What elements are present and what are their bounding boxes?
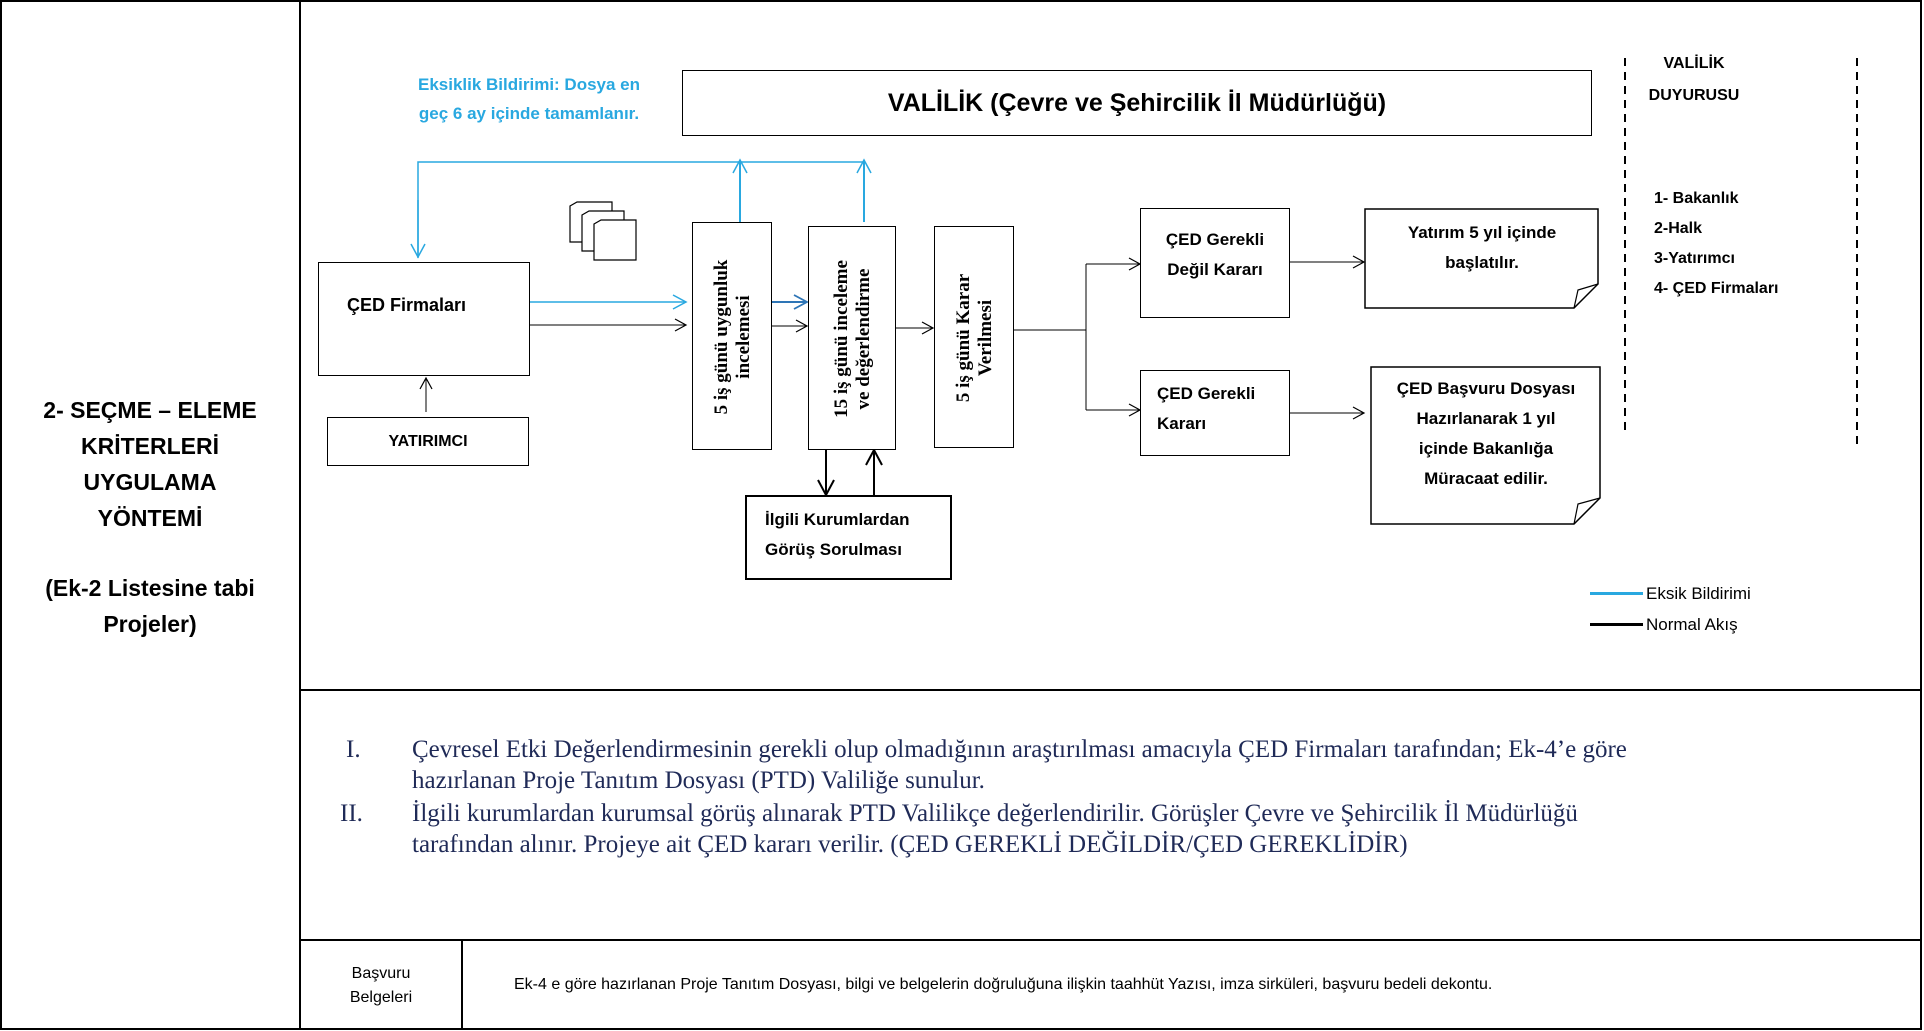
step-item-line: tarafından alınır. Projeye ait ÇED karar… (412, 831, 1408, 858)
eksiklik-note-line: Eksiklik Bildirimi: Dosya en (417, 75, 641, 94)
ced-gerekli-degil-line: ÇED Gerekli (1165, 230, 1265, 249)
duyuru-item: 4- ÇED Firmaları (1654, 280, 1779, 297)
section-subtitle-line: Projeler) (103, 611, 197, 637)
valilik-header-text: VALİLİK (Çevre ve Şehircilik İl Müdürlüğ… (887, 88, 1387, 117)
basvuru-note-line: Hazırlanarak 1 yıl (1416, 409, 1556, 428)
legend-label: Eksik Bildirimi (1646, 584, 1751, 603)
step-item-number: II. (340, 800, 363, 827)
section-title-line: 2- SEÇME – ELEME (43, 397, 257, 423)
documents-label: Başvuru Belgeleri (302, 962, 460, 1010)
step-item-number: I. (346, 736, 361, 763)
step-uygunluk-line: incelemesi (733, 295, 754, 379)
step-karar-text: 5 iş günü Karar Verilmesi (953, 227, 997, 449)
ced-gerekli-line: Kararı (1157, 414, 1207, 433)
step-karar-box: 5 iş günü Karar Verilmesi (934, 226, 1014, 448)
eksiklik-note-line: geç 6 ay içinde tamamlanır. (418, 104, 640, 123)
yatirim-note-shape (1364, 208, 1599, 309)
duyuru-title-line: VALİLİK (1663, 55, 1725, 72)
step-item-line: Çevresel Etki Değerlendirmesinin gerekli… (412, 736, 1627, 763)
ced-gerekli-degil-line: Değil Kararı (1167, 260, 1263, 279)
section-title-line: UYGULAMA (83, 469, 217, 495)
yatirimci-box: YATIRIMCI (327, 417, 529, 466)
ced-firmalari-box: ÇED Firmaları (318, 262, 530, 376)
kurum-gorus-box: İlgili Kurumlardan Görüş Sorulması (745, 495, 952, 580)
legend-label: Normal Akış (1646, 615, 1738, 634)
step-karar-line: Verilmesi (975, 299, 996, 377)
basvuru-note-shape (1370, 366, 1601, 525)
duyuru-title-line: DUYURUSU (1648, 87, 1740, 104)
section-title-line: YÖNTEMİ (97, 505, 203, 531)
valilik-header-box: VALİLİK (Çevre ve Şehircilik İl Müdürlüğ… (682, 70, 1592, 136)
step-uygunluk-text: 5 iş günü uygunluk incelemesi (711, 223, 755, 451)
documents-label-line: Belgeleri (349, 989, 413, 1006)
duyuru-item: 3-Yatırımcı (1654, 250, 1735, 267)
section-title: 2- SEÇME – ELEME KRİTERLERİ UYGULAMA YÖN… (10, 392, 290, 642)
kurum-gorus-line: Görüş Sorulması (765, 540, 902, 559)
basvuru-note-line: içinde Bakanlığa (1418, 439, 1554, 458)
basvuru-note-line: Müracaat edilir. (1424, 469, 1548, 488)
kurum-gorus-line: İlgili Kurumlardan (765, 510, 910, 529)
ced-gerekli-degil-box: ÇED Gerekli Değil Kararı (1140, 208, 1290, 318)
step-inceleme-box: 15 iş günü inceleme ve değerlendirme (808, 226, 896, 450)
eksiklik-note: Eksiklik Bildirimi: Dosya en geç 6 ay iç… (398, 70, 660, 128)
documents-text: Ek-4 e göre hazırlanan Proje Tanıtım Dos… (514, 976, 1493, 993)
documents-label-line: Başvuru (351, 965, 411, 982)
step-item-line: hazırlanan Proje Tanıtım Dosyası (PTD) V… (412, 767, 985, 794)
duyuru-list: 1- Bakanlık 2-Halk 3-Yatırımcı 4- ÇED Fi… (1654, 184, 1778, 304)
ced-firmalari-label: ÇED Firmaları (347, 295, 467, 315)
yatirim-note-line: başlatılır. (1445, 253, 1519, 272)
section-subtitle-line: (Ek-2 Listesine tabi (45, 575, 255, 601)
basvuru-note-line: ÇED Başvuru Dosyası (1396, 379, 1576, 398)
legend-item: Eksik Bildirimi (1590, 578, 1751, 609)
step-item-2: II. İlgili kurumlardan kurumsal görüş al… (340, 798, 1900, 860)
duyuru-item: 2-Halk (1654, 220, 1703, 237)
step-item-line: İlgili kurumlardan kurumsal görüş alınar… (412, 800, 1578, 827)
step-karar-line: 5 iş günü Karar (953, 273, 974, 403)
step-inceleme-text: 15 iş günü inceleme ve değerlendirme (831, 227, 875, 451)
step-uygunluk-box: 5 iş günü uygunluk incelemesi (692, 222, 772, 450)
yatirim-note: Yatırım 5 yıl içinde başlatılır. (1364, 218, 1600, 278)
section-title-line: KRİTERLERİ (81, 433, 219, 459)
ced-gerekli-line: ÇED Gerekli (1157, 384, 1256, 403)
duyuru-item: 1- Bakanlık (1654, 190, 1739, 207)
step-inceleme-line: ve değerlendirme (853, 268, 874, 410)
yatirim-note-line: Yatırım 5 yıl içinde (1407, 223, 1557, 242)
step-inceleme-line: 15 iş günü inceleme (831, 260, 852, 418)
step-item-1: I. Çevresel Etki Değerlendirmesinin gere… (340, 734, 1900, 796)
duyuru-title: VALİLİK DUYURUSU (1632, 48, 1756, 112)
ced-gerekli-box: ÇED Gerekli Kararı (1140, 370, 1290, 456)
step-uygunluk-line: 5 iş günü uygunluk (711, 259, 732, 415)
legend: Eksik Bildirimi Normal Akış (1590, 578, 1751, 640)
basvuru-note: ÇED Başvuru Dosyası Hazırlanarak 1 yıl i… (1370, 374, 1602, 494)
legend-item: Normal Akış (1590, 609, 1751, 640)
legend-swatch-black (1590, 623, 1643, 626)
legend-swatch-blue (1590, 592, 1643, 595)
document-stack-icon (569, 201, 637, 261)
yatirimci-label: YATIRIMCI (388, 432, 468, 450)
